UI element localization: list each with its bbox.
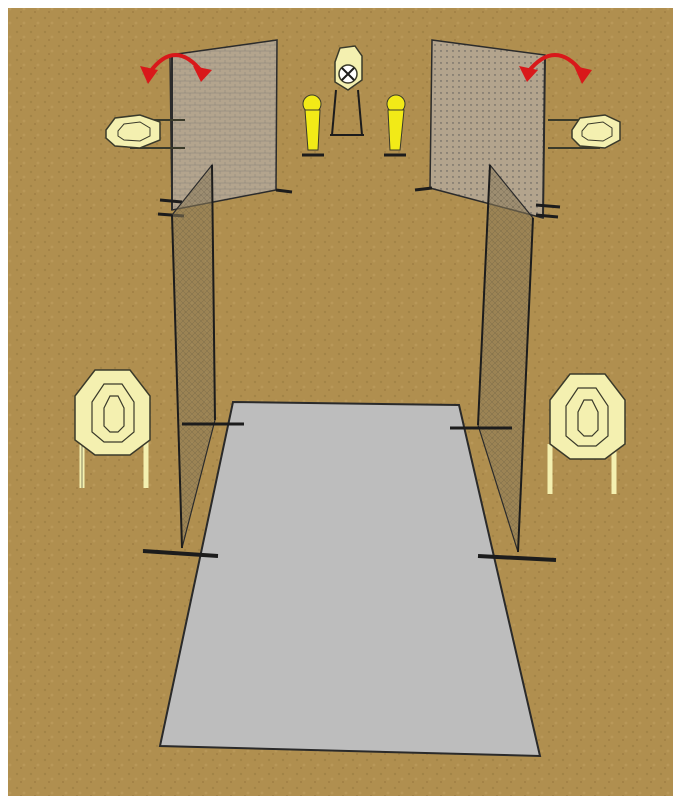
- shooting-mat: [158, 400, 542, 758]
- center-back-target: [330, 45, 364, 136]
- right-mesh-fence: [450, 163, 557, 562]
- right-swinging-wall: [414, 39, 561, 219]
- left-swinging-wall: [157, 39, 293, 218]
- left-steel-popper: [302, 94, 324, 157]
- left-wall-target: [105, 114, 185, 149]
- right-wall-target: [548, 114, 621, 149]
- right-swing-arrow: [519, 53, 592, 84]
- left-swing-arrow: [140, 53, 212, 84]
- right-steel-popper: [384, 94, 406, 157]
- left-mesh-fence: [142, 163, 244, 558]
- right-paper-target: [547, 373, 626, 494]
- left-paper-target: [74, 369, 151, 488]
